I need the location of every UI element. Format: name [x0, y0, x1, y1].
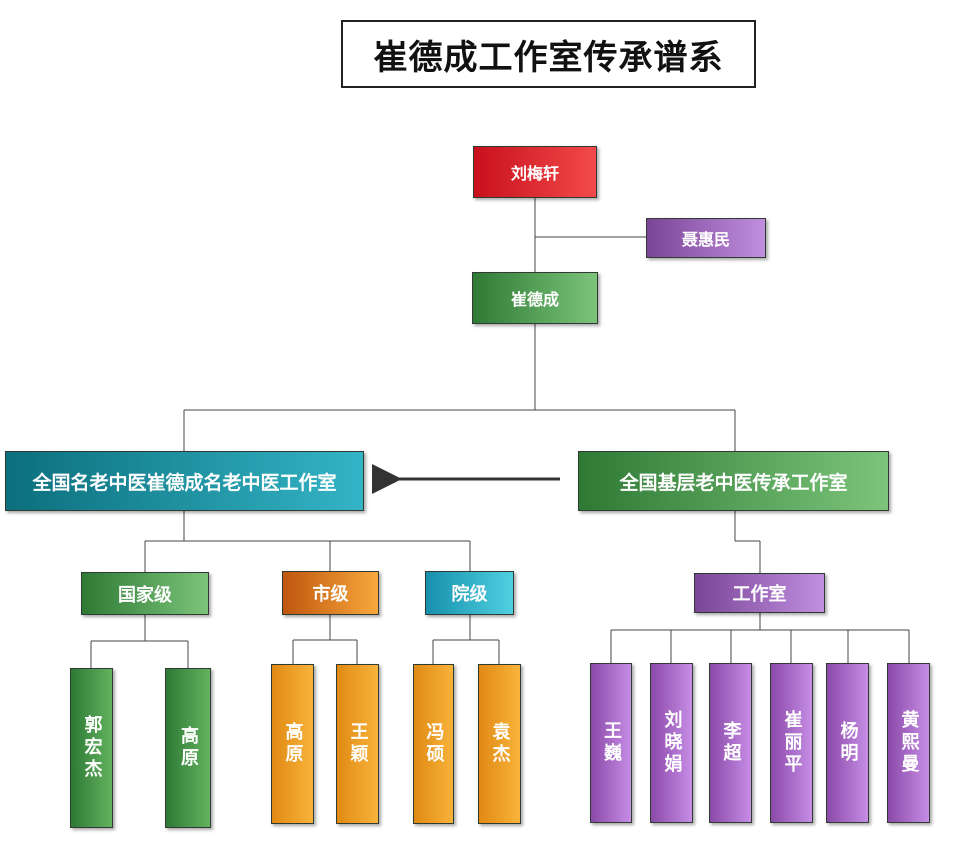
disciple-hospital-1: 冯硕	[413, 664, 454, 824]
node-level-national: 国家级	[81, 572, 209, 615]
diagram-title: 崔德成工作室传承谱系	[341, 20, 756, 88]
node-level-studio: 工作室	[694, 573, 825, 613]
disciple-studio-5: 杨明	[826, 663, 869, 823]
disciple-studio-6: 黄熙曼	[887, 663, 930, 823]
node-national-studio: 全国名老中医崔德成名老中医工作室	[5, 451, 364, 511]
node-cui-decheng: 崔德成	[472, 272, 598, 324]
disciple-city-2: 王颖	[336, 664, 379, 824]
disciple-studio-1: 王巍	[590, 663, 632, 823]
disciple-hospital-2: 袁杰	[478, 664, 521, 824]
disciple-city-1: 高原	[271, 664, 314, 824]
disciple-studio-3: 李超	[709, 663, 752, 823]
node-liu-meixuan: 刘梅轩	[473, 146, 597, 198]
node-grassroots-studio: 全国基层老中医传承工作室	[578, 451, 889, 511]
disciple-national-1: 郭宏杰	[70, 668, 113, 828]
disciple-studio-2: 刘晓娟	[650, 663, 693, 823]
node-level-city: 市级	[282, 571, 379, 615]
disciple-studio-4: 崔丽平	[770, 663, 813, 823]
disciple-national-2: 高原	[165, 668, 211, 828]
node-level-hospital: 院级	[425, 571, 514, 615]
node-nie-huimin: 聂惠民	[646, 218, 766, 258]
